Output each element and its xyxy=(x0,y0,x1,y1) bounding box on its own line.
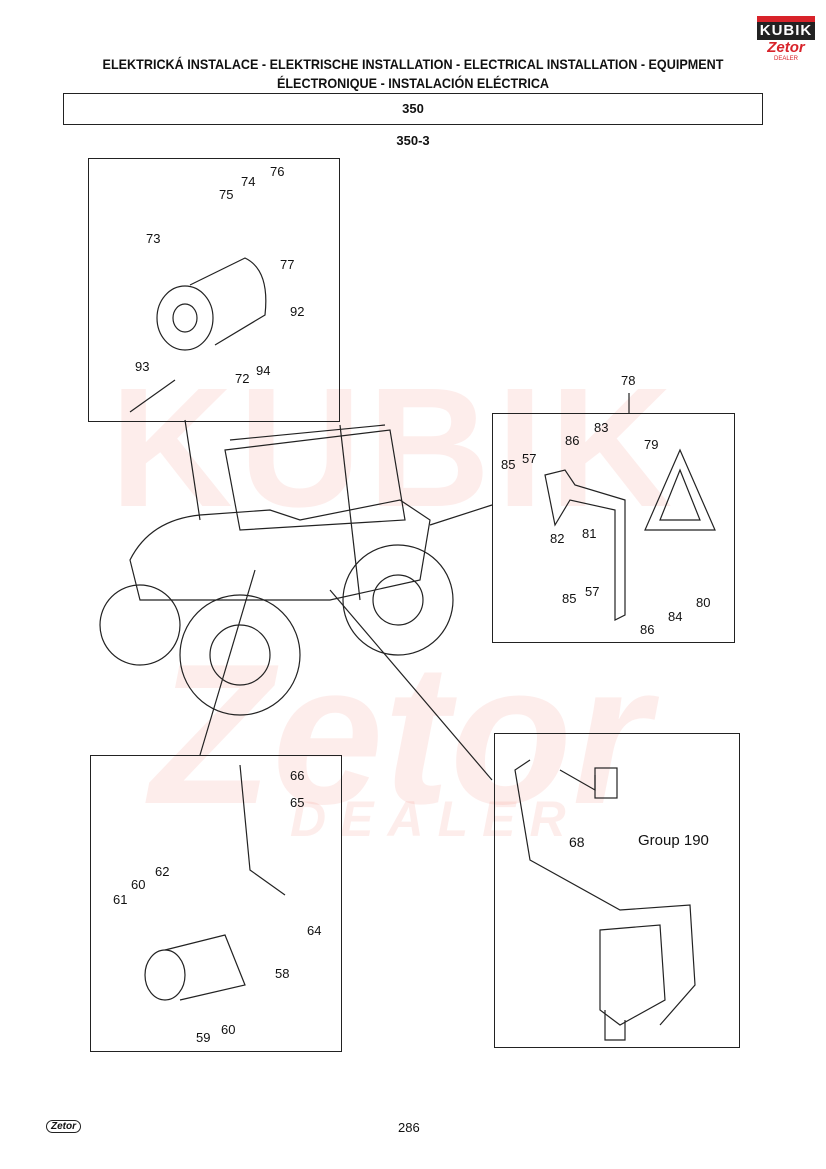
callout: 58 xyxy=(275,966,290,981)
callout: 66 xyxy=(290,768,305,783)
callout: 73 xyxy=(146,231,161,246)
callout: 68 xyxy=(569,834,585,850)
starter-detail-box xyxy=(90,755,342,1052)
callout: 59 xyxy=(196,1030,211,1045)
callout: 78 xyxy=(621,373,636,388)
watermark-zetor: Zetor xyxy=(150,623,650,846)
callout: 57 xyxy=(585,584,600,599)
triangle-bracket-detail-box xyxy=(492,413,735,643)
section-number: 350 xyxy=(63,93,763,125)
callout: 62 xyxy=(155,864,170,879)
callout: 60 xyxy=(221,1022,236,1037)
callout: 80 xyxy=(696,595,711,610)
page-title-line2: ÉLECTRONIQUE - INSTALACIÓN ELÉCTRICA xyxy=(276,75,550,91)
callout: 82 xyxy=(550,531,565,546)
callout: 94 xyxy=(256,363,271,378)
page-title: ELEKTRICKÁ INSTALACE - ELEKTRISCHE INSTA… xyxy=(102,56,724,72)
callout: 79 xyxy=(644,437,659,452)
callout: 85 xyxy=(562,591,577,606)
watermark-kubik: KUBIK xyxy=(110,353,679,543)
harness-detail-box xyxy=(494,733,740,1048)
page-number: 286 xyxy=(398,1120,420,1135)
callout: 65 xyxy=(290,795,305,810)
alternator-detail-box xyxy=(88,158,340,422)
kubik-zetor-logo: KUBIK Zetor DEALER xyxy=(757,16,815,62)
callout: 76 xyxy=(270,164,285,179)
callout: 85 xyxy=(501,457,516,472)
callout: 92 xyxy=(290,304,305,319)
footer-zetor-logo: Zetor xyxy=(46,1120,81,1133)
callout: 64 xyxy=(307,923,322,938)
callout: 57 xyxy=(522,451,537,466)
callout: 61 xyxy=(113,892,128,907)
callout: 72 xyxy=(235,371,250,386)
callout: 81 xyxy=(582,526,597,541)
callout: 84 xyxy=(668,609,683,624)
callout: 86 xyxy=(565,433,580,448)
callout: 86 xyxy=(640,622,655,637)
subsection-number: 350-3 xyxy=(396,133,430,148)
callout: 77 xyxy=(280,257,295,272)
callout: 75 xyxy=(219,187,234,202)
callout: 93 xyxy=(135,359,150,374)
callout: 83 xyxy=(594,420,609,435)
callout: 60 xyxy=(131,877,146,892)
callout: 74 xyxy=(241,174,256,189)
group-reference: Group 190 xyxy=(638,832,709,849)
